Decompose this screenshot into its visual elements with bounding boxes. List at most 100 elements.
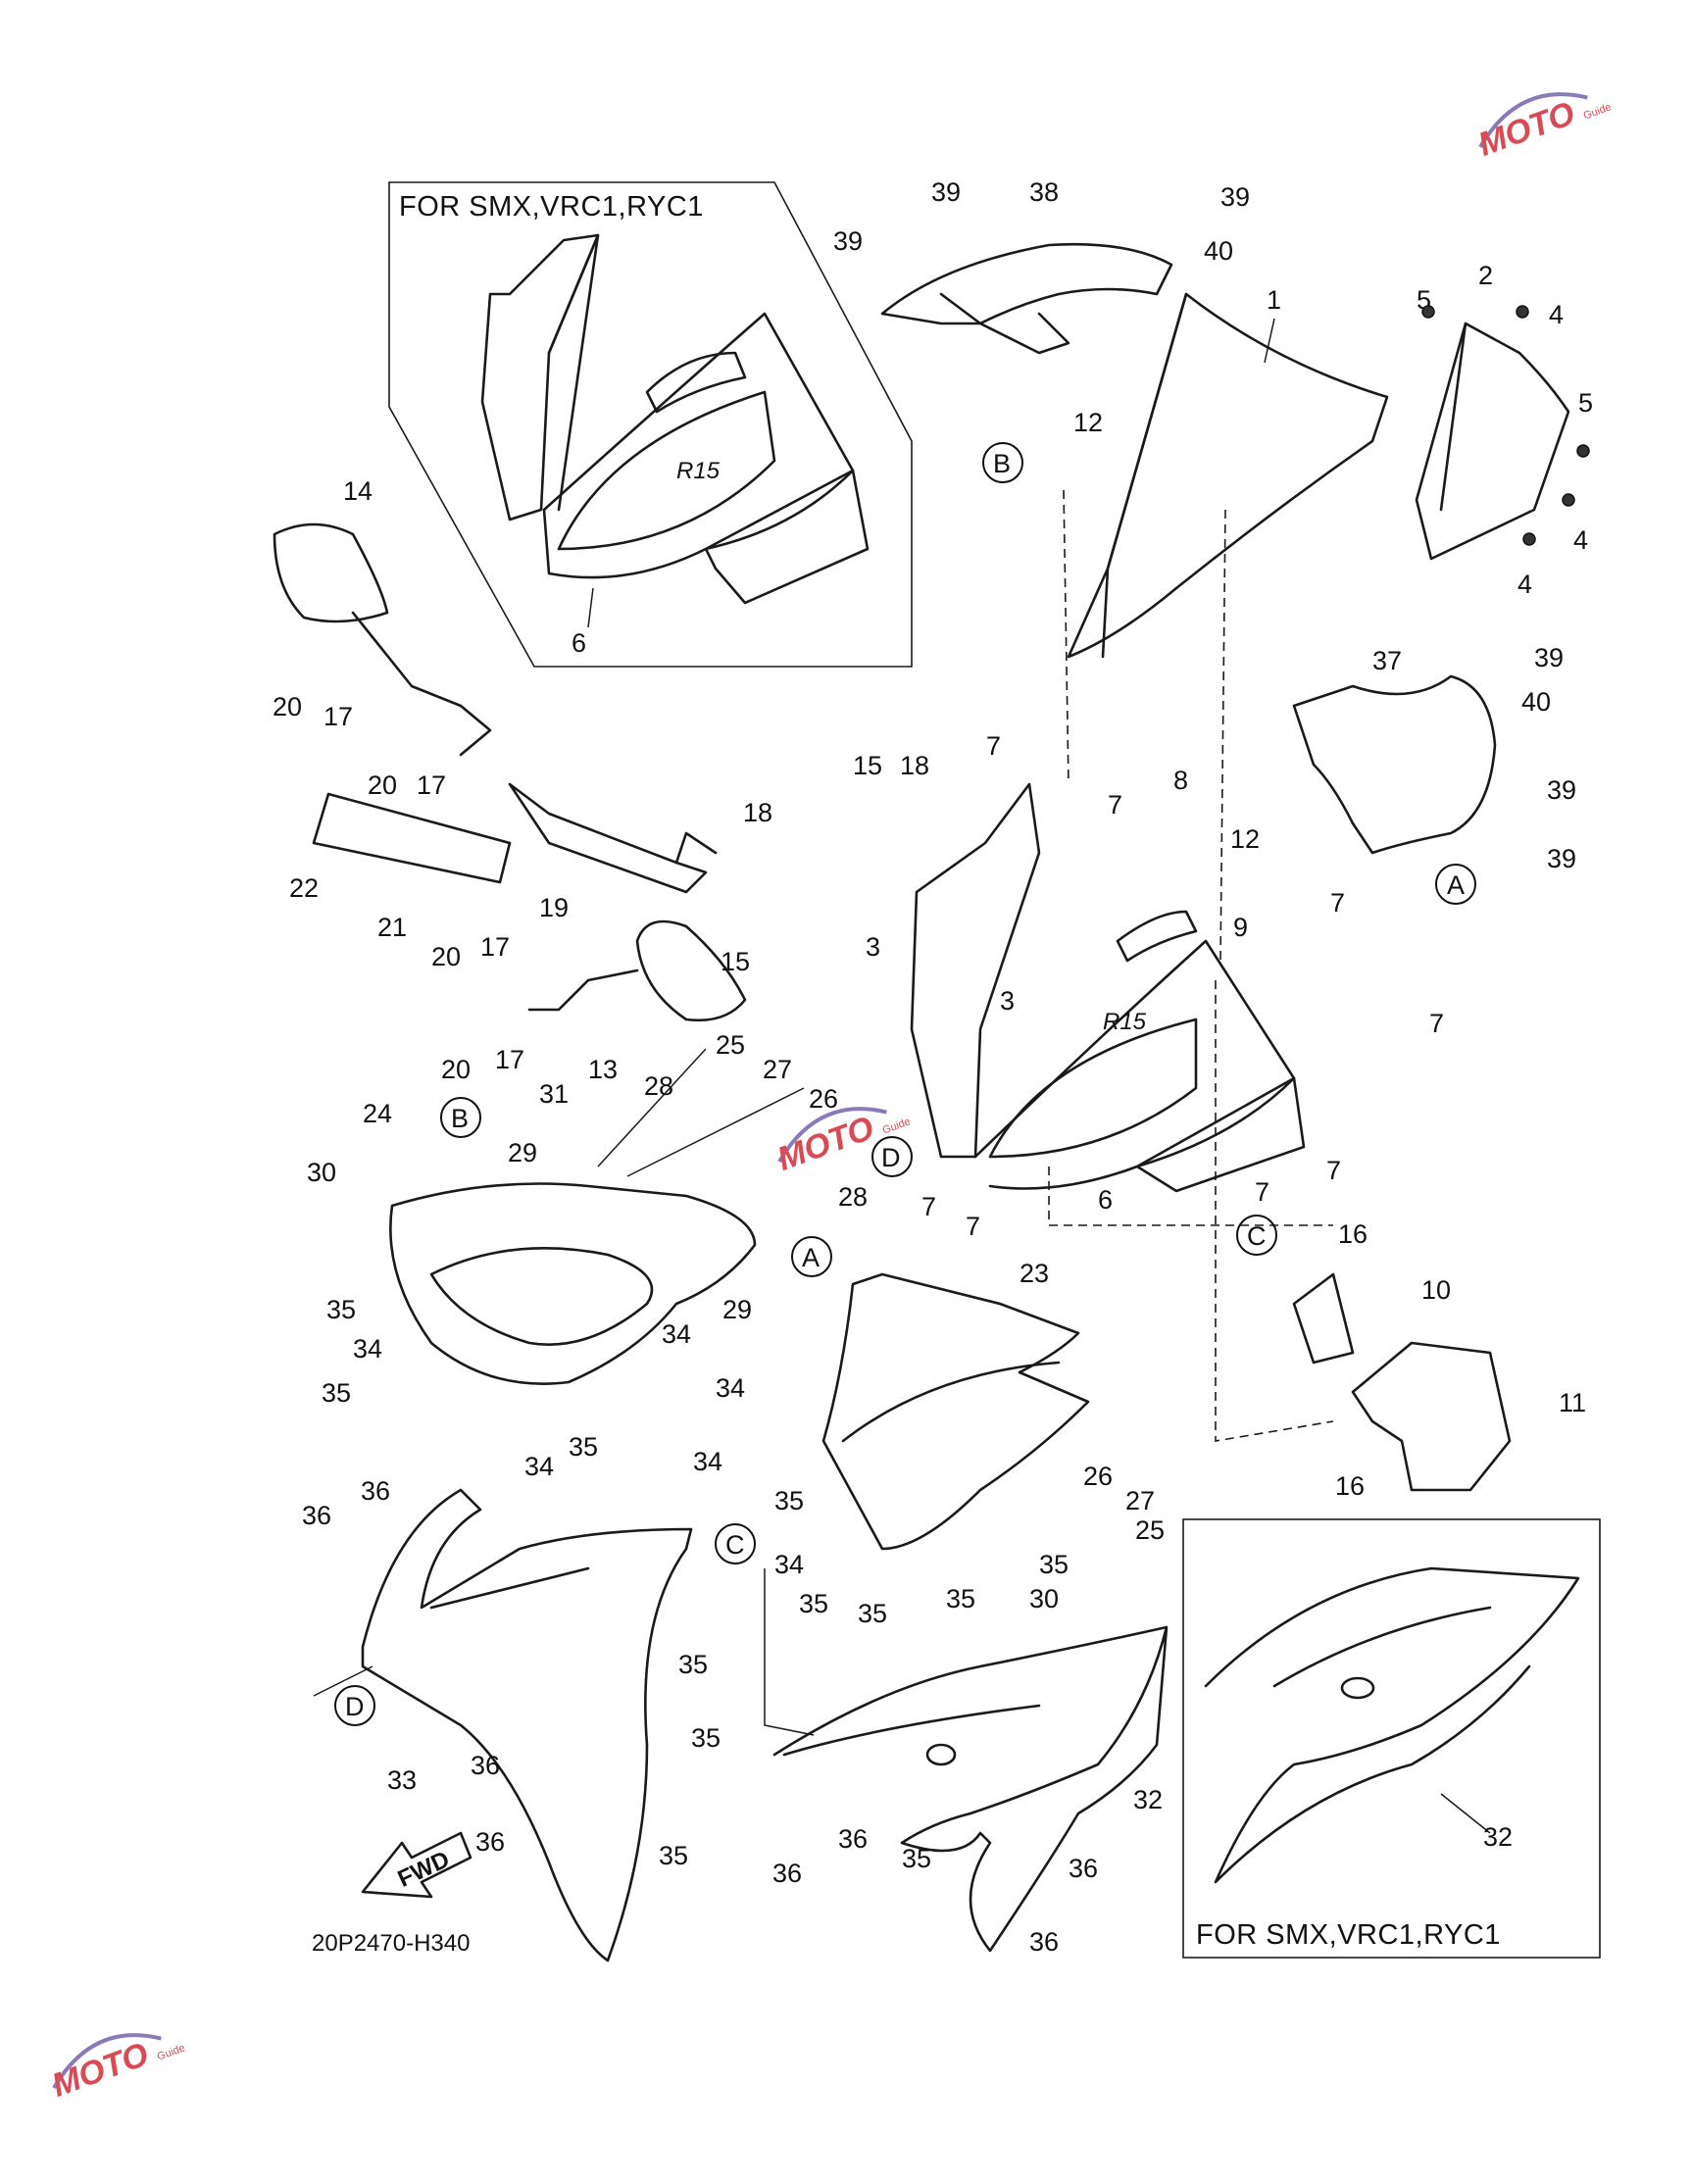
callout-21: 21 xyxy=(377,913,407,942)
callout-24: 24 xyxy=(363,1099,392,1128)
variant-label-top: FOR SMX,VRC1,RYC1 xyxy=(399,191,704,223)
callout-35g: 35 xyxy=(678,1650,708,1679)
callout-20c: 20 xyxy=(431,942,461,971)
callout-36b: 36 xyxy=(302,1501,331,1530)
svg-text:Guide: Guide xyxy=(156,2042,187,2062)
callout-31: 31 xyxy=(539,1079,569,1109)
emblem-main: R15 xyxy=(1103,1009,1147,1035)
callout-7d: 7 xyxy=(1429,1009,1444,1038)
callout-36a: 36 xyxy=(361,1476,390,1506)
callout-40a: 40 xyxy=(1204,236,1233,266)
ref-C-32: C xyxy=(725,1530,745,1560)
part-windscreen: 2 5 4 5 4 4 xyxy=(1415,261,1593,599)
callout-34b: 34 xyxy=(662,1319,691,1349)
callout-14: 14 xyxy=(343,476,373,506)
callout-27b: 27 xyxy=(1125,1486,1155,1515)
callout-26a: 26 xyxy=(809,1084,838,1114)
part-stay-plate: 19 21 22 15 18 18 15 xyxy=(289,751,929,976)
callout-7f: 7 xyxy=(1255,1177,1269,1207)
part-top-bracket: 38 39 39 39 40 12 B xyxy=(833,177,1250,483)
callout-16a: 16 xyxy=(1338,1219,1368,1249)
part-mirror-14: 14 20 17 20 17 xyxy=(273,476,492,800)
callout-20b: 20 xyxy=(368,770,397,800)
callout-6: 6 xyxy=(572,628,586,658)
ref-A-top: A xyxy=(1447,870,1465,900)
callout-40b: 40 xyxy=(1521,687,1551,717)
callout-35d: 35 xyxy=(774,1486,804,1515)
callout-35e: 35 xyxy=(1039,1550,1069,1579)
svg-text:Guide: Guide xyxy=(881,1116,913,1136)
callout-15b: 15 xyxy=(721,947,750,976)
callout-12b: 12 xyxy=(1230,824,1260,854)
callout-3b: 3 xyxy=(1000,986,1015,1016)
callout-18a: 18 xyxy=(900,751,929,780)
svg-text:MOTO: MOTO xyxy=(47,2036,153,2105)
callout-3a: 3 xyxy=(866,932,880,962)
callout-22: 22 xyxy=(289,873,319,903)
diagram-code: 20P2470-H340 xyxy=(312,1930,470,1957)
callout-16b: 16 xyxy=(1335,1471,1365,1501)
callout-30a: 30 xyxy=(307,1158,336,1187)
part-inner-panel-24: 24 B 29 31 28 25 27 26 30 35 34 35 34 34… xyxy=(307,1030,838,1481)
callout-7b: 7 xyxy=(1108,790,1122,819)
callout-7a: 7 xyxy=(986,731,1001,761)
part-side-cowling-33: 36 36 D 33 36 36 35 35 35 xyxy=(302,1476,721,1962)
callout-4a: 4 xyxy=(1549,300,1564,329)
callout-11: 11 xyxy=(1559,1388,1586,1417)
assembly-lines xyxy=(313,489,1334,1736)
callout-32-inset: 32 xyxy=(1483,1822,1513,1852)
callout-17c: 17 xyxy=(480,932,510,962)
callout-35a: 35 xyxy=(326,1295,356,1324)
callout-35l: 35 xyxy=(902,1844,931,1873)
callout-30b: 30 xyxy=(1029,1584,1059,1613)
callout-34e: 34 xyxy=(693,1447,722,1476)
callout-8: 8 xyxy=(1173,766,1188,795)
callout-4c: 4 xyxy=(1517,570,1532,599)
part-inner-panel-23: 23 A 28 29 34 34 26 27 25 35 35 34 30 35 xyxy=(693,1182,1165,1613)
callout-36h: 36 xyxy=(1029,1927,1059,1957)
callout-20d: 20 xyxy=(441,1055,471,1084)
callout-17d: 17 xyxy=(495,1045,524,1074)
variant-label-bottom: FOR SMX,VRC1,RYC1 xyxy=(1196,1919,1501,1951)
ref-C-main: C xyxy=(1247,1221,1267,1251)
fwd-arrow: FWD xyxy=(361,1831,472,1899)
callout-34a: 34 xyxy=(353,1334,382,1364)
callout-39a: 39 xyxy=(931,177,961,207)
callout-35j: 35 xyxy=(799,1589,828,1618)
callout-20a: 20 xyxy=(273,692,302,721)
callout-25a: 25 xyxy=(716,1030,745,1060)
callout-17a: 17 xyxy=(323,702,353,731)
callout-7e: 7 xyxy=(1326,1156,1341,1185)
callout-7g: 7 xyxy=(921,1192,936,1221)
watermark-top-right: MOTO Guide xyxy=(1473,92,1614,164)
svg-text:Guide: Guide xyxy=(1582,101,1614,122)
callout-34c: 34 xyxy=(524,1452,554,1481)
callout-9: 9 xyxy=(1233,913,1248,942)
callout-36g: 36 xyxy=(1069,1854,1098,1883)
callout-27a: 27 xyxy=(763,1055,792,1084)
callout-36e: 36 xyxy=(772,1859,802,1888)
callout-15a: 15 xyxy=(853,751,882,780)
callout-36f: 36 xyxy=(838,1824,868,1854)
part-front-cover: 1 xyxy=(1067,285,1389,659)
watermark-bottom-left: MOTO Guide xyxy=(47,2033,187,2105)
emblem-variant: R15 xyxy=(676,458,721,484)
callout-36d: 36 xyxy=(475,1827,505,1857)
ref-D-33: D xyxy=(345,1692,365,1721)
callout-2: 2 xyxy=(1478,261,1493,290)
callout-19: 19 xyxy=(539,893,569,922)
callout-35h: 35 xyxy=(691,1723,721,1753)
part-side-cowling-32: C 35 35 32 36 36 35 36 36 xyxy=(715,1523,1169,1957)
callout-17b: 17 xyxy=(417,770,446,800)
callout-39b: 39 xyxy=(833,226,863,256)
callout-35k: 35 xyxy=(858,1599,887,1628)
callout-18b: 18 xyxy=(743,798,772,827)
callout-38: 38 xyxy=(1029,177,1059,207)
callout-35i: 35 xyxy=(659,1841,688,1870)
callout-1: 1 xyxy=(1267,285,1281,315)
part-mirror-13: 13 20 17 20 17 xyxy=(431,919,747,1084)
part-headlight-stay: 10 11 16 16 xyxy=(1292,1219,1586,1501)
callout-36c: 36 xyxy=(471,1751,500,1780)
callout-25b: 25 xyxy=(1135,1515,1165,1545)
